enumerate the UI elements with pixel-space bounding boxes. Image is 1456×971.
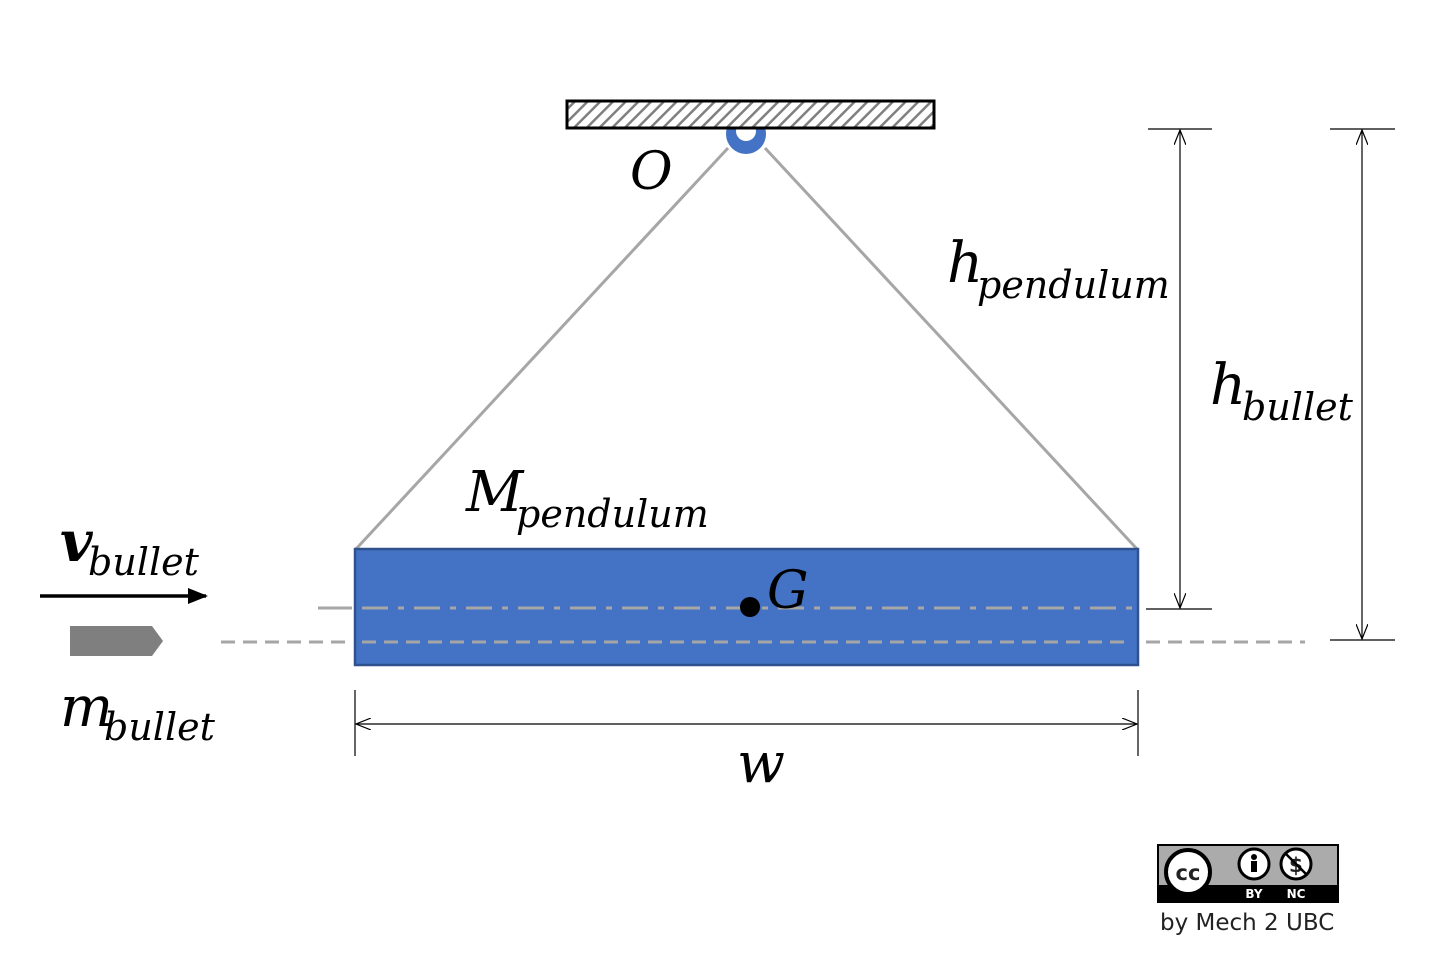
h-bullet-subscript: bullet [1242,385,1354,429]
pivot-label: O [630,142,673,202]
M-pendulum-label: M [465,460,525,525]
h-bullet-label: h [1210,353,1246,418]
m-bullet-subscript: bullet [104,705,216,749]
bullet-shape [70,626,163,656]
nc-label: NC [1287,887,1306,901]
string-left [354,146,730,551]
v-bullet-subscript: bullet [88,540,200,584]
width-label: w [737,731,785,796]
svg-text:cc: cc [1176,861,1201,885]
center-of-mass-label: G [767,561,809,621]
m-bullet-label: m [60,675,113,740]
cc-license-badge: cc $ BY NC [1157,844,1339,903]
by-label: BY [1245,887,1262,901]
h-pendulum-label: h [947,231,983,296]
cc-icon [1164,848,1212,896]
h-pendulum-subscript: pendulum [977,263,1170,307]
string-right [763,146,1139,551]
credit-text: by Mech 2 UBC [1160,910,1334,936]
center-of-mass-dot [740,597,760,617]
v-bullet-label: v [60,509,94,575]
M-pendulum-subscript: pendulum [516,492,709,536]
